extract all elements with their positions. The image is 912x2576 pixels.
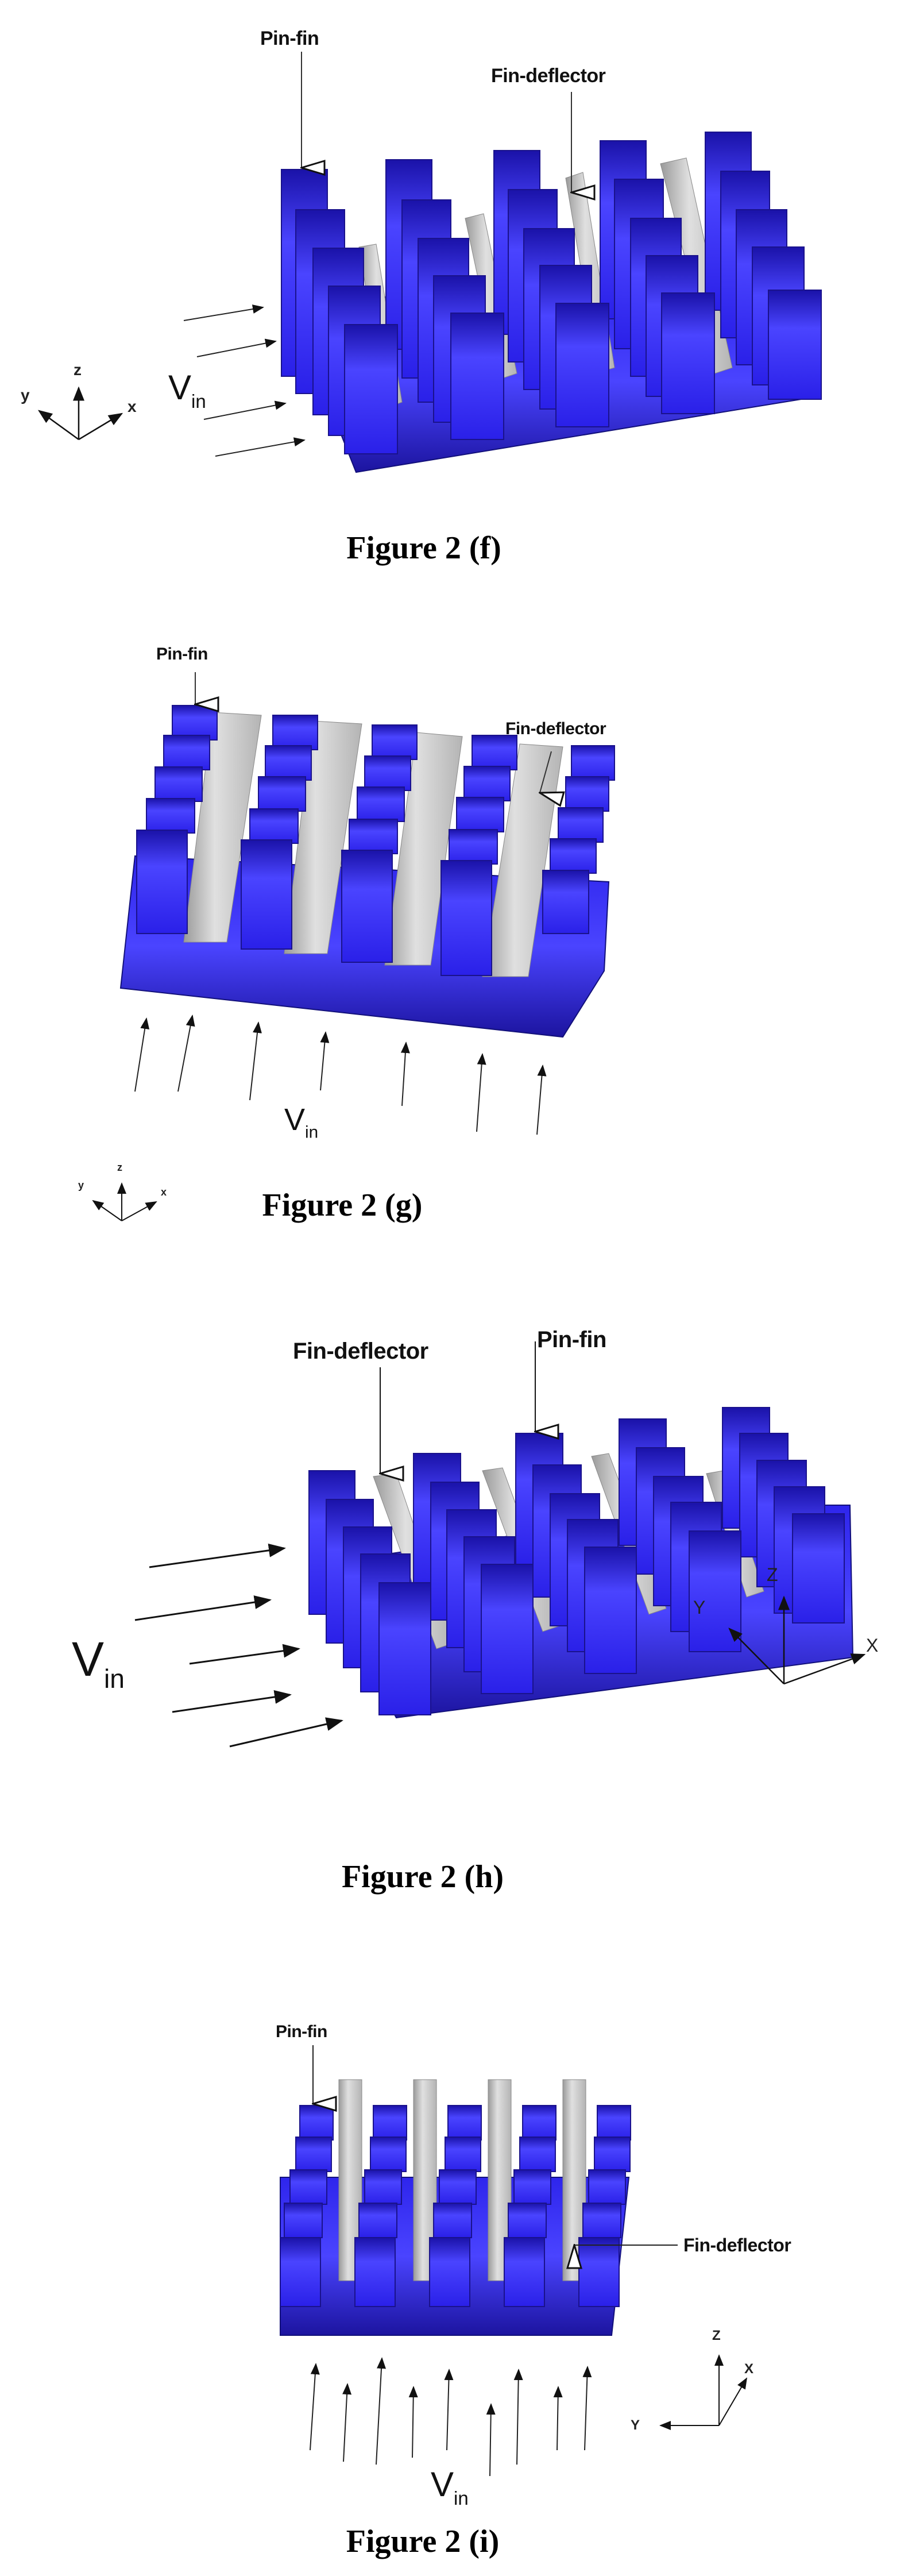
axis-triad-g (92, 1182, 157, 1221)
pin-fins (308, 1407, 845, 1715)
fin-deflector-label: Fin-deflector (505, 719, 606, 738)
figure-caption-i: Figure 2 (i) (346, 2524, 500, 2559)
heat-sink-render-f (37, 52, 822, 473)
axis-triad-f (37, 386, 123, 441)
axis-label-y: Y (693, 1597, 706, 1618)
pin-fin-label: Pin-fin (156, 645, 208, 664)
axis-label-x: x (161, 1186, 167, 1198)
pin-fin-label: Pin-fin (537, 1327, 606, 1352)
axis-label-y: y (21, 386, 30, 404)
axis-label-z: Z (767, 1564, 778, 1585)
axis-label-x: x (127, 398, 137, 415)
axis-label-y: Y (631, 2417, 640, 2433)
flow-arrows (183, 304, 306, 457)
panel-figure-2g: Pin-fin Fin-deflector Vin z y x Figure 2… (0, 574, 912, 1252)
flow-arrows (310, 2357, 592, 2477)
axis-label-x: X (866, 1635, 879, 1656)
fin-deflector-label: Fin-deflector (683, 2235, 791, 2255)
axis-label-z: Z (712, 2328, 721, 2343)
panel-figure-2f: Pin-fin Fin-deflector Vin z y x Figure 2… (0, 0, 912, 574)
axis-label-y: y (78, 1179, 84, 1191)
axis-label-z: z (74, 361, 82, 379)
panel-figure-2h: Fin-deflector Pin-fin Vin Z Y X Figure 2… (0, 1252, 912, 1902)
pin-fins (281, 132, 822, 454)
heat-sink-render-h (134, 1341, 866, 1748)
pin-fin-label: Pin-fin (260, 28, 319, 49)
axis-triad-i (659, 2354, 748, 2430)
fin-deflector-leader-line (540, 751, 551, 793)
flow-arrows (134, 1015, 547, 1135)
axis-label-x: X (744, 2361, 754, 2377)
pin-fins (136, 705, 615, 976)
pin-fin-label: Pin-fin (276, 2022, 327, 2041)
heat-sink-render-i (280, 2045, 748, 2477)
axis-triad-h (728, 1595, 866, 1685)
fin-deflector-label: Fin-deflector (293, 1339, 428, 1364)
figure-caption-h: Figure 2 (h) (341, 1859, 504, 1895)
flow-arrows (134, 1543, 343, 1748)
panel-figure-2i: Pin-fin Fin-deflector Vin Z X Y Figure 2… (0, 1902, 912, 2576)
inlet-velocity-label: Vin (284, 1102, 319, 1142)
figure-caption-f: Figure 2 (f) (346, 530, 501, 566)
figure-caption-g: Figure 2 (g) (262, 1187, 423, 1223)
axis-label-z: z (117, 1162, 122, 1173)
fin-deflector-label: Fin-deflector (491, 65, 606, 87)
inlet-velocity-label: Vin (72, 1632, 125, 1694)
inlet-velocity-label: Vin (168, 368, 206, 412)
inlet-velocity-label: Vin (431, 2465, 469, 2509)
heat-sink-render-g (92, 672, 615, 1221)
